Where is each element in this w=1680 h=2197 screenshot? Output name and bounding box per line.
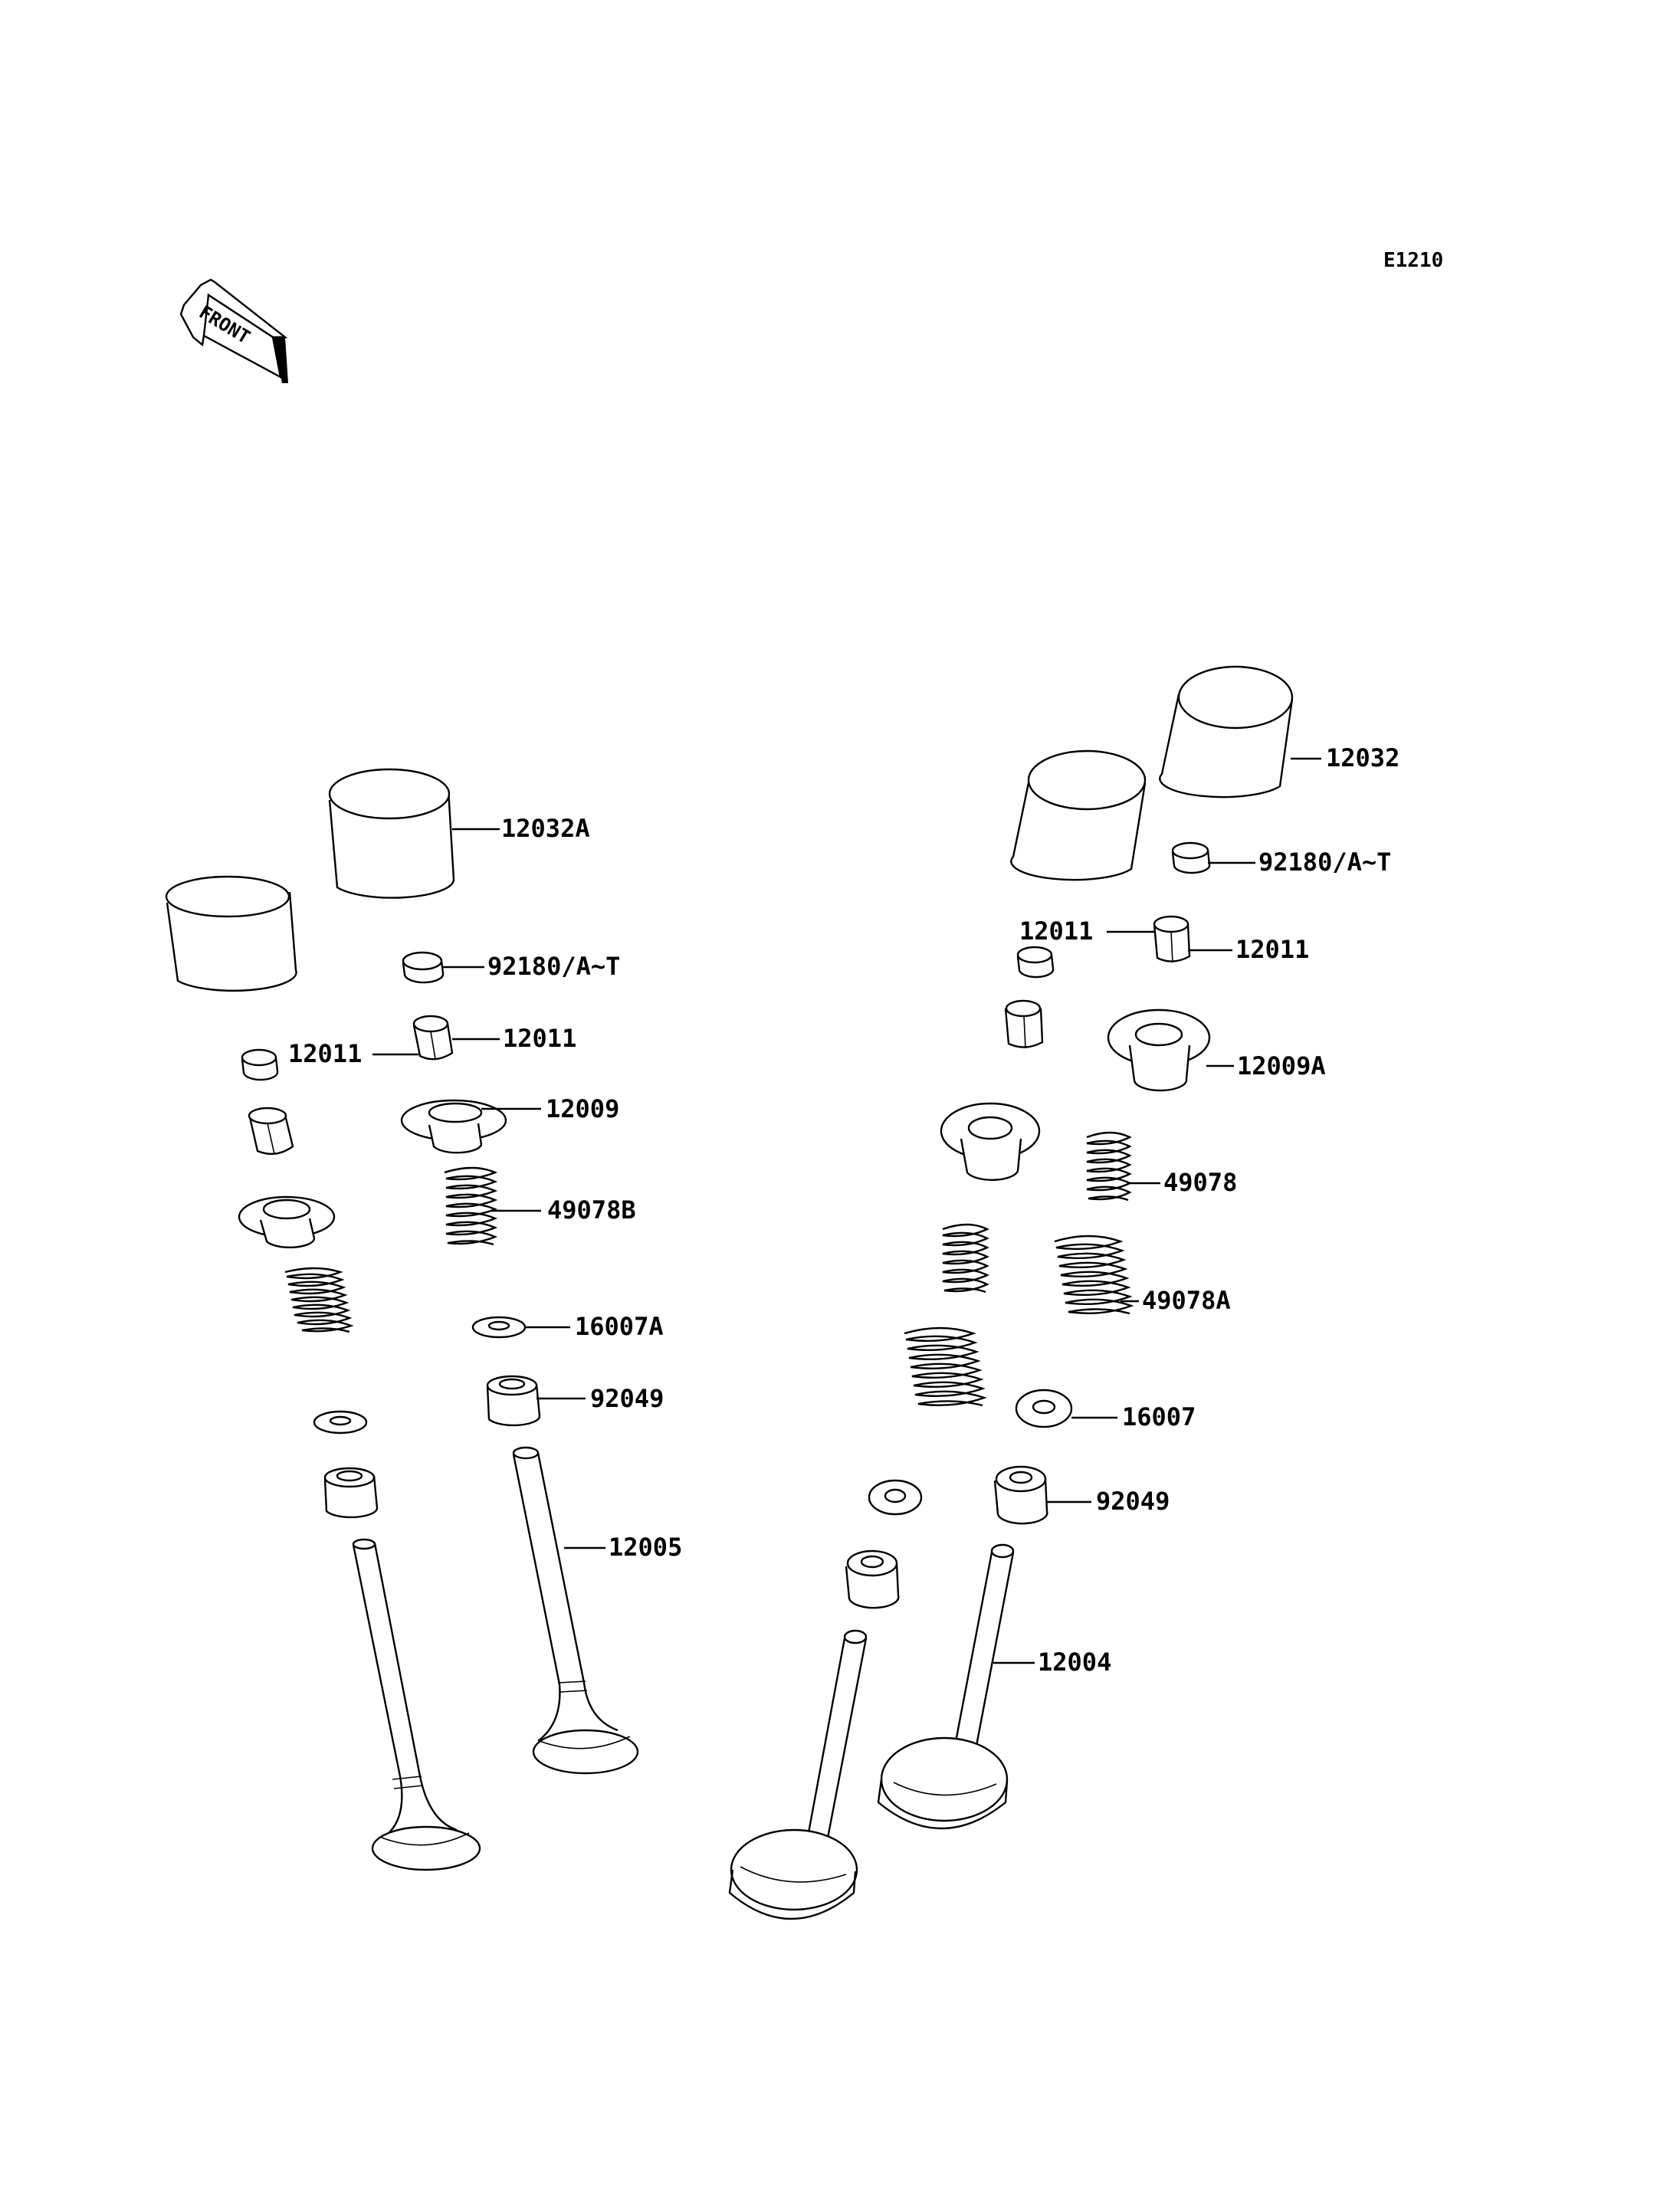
label-12011-right-back: 12011 [1019, 917, 1093, 946]
keeper-left-back [248, 1107, 294, 1156]
label-12011-left: 12011 [503, 1024, 576, 1053]
seal-92049-right [993, 1465, 1048, 1525]
keeper-12011-left [412, 1015, 454, 1061]
label-92180-left: 92180/A~T [487, 952, 620, 981]
spring-right-back-inner [942, 1223, 989, 1294]
label-92180-right: 92180/A~T [1258, 848, 1391, 877]
shim-92180-left [402, 951, 445, 984]
label-12005: 12005 [609, 1533, 682, 1562]
shim-right-back [1016, 946, 1055, 979]
keeper-12011-right [1153, 915, 1191, 963]
tappet-right-back [1010, 749, 1147, 881]
seat-right-back [868, 1479, 923, 1516]
label-12004: 12004 [1038, 1648, 1111, 1677]
valve-right-back [728, 1629, 868, 1920]
leader-lines [372, 757, 1321, 1664]
label-92049-right: 92049 [1096, 1487, 1170, 1516]
shim-92180-right [1171, 841, 1211, 874]
spring-left-back [284, 1267, 354, 1333]
seal-right-back [845, 1549, 900, 1609]
seat-16007 [1015, 1389, 1073, 1428]
spring-49078 [1086, 1131, 1132, 1202]
label-12009a: 12009A [1237, 1051, 1326, 1080]
retainer-right-back [940, 1102, 1041, 1181]
retainer-12009 [400, 1099, 507, 1154]
label-12011-left-back: 12011 [288, 1039, 362, 1068]
tappet-12032 [1159, 665, 1294, 798]
tappet-12032a [328, 768, 455, 899]
valve-12004 [877, 1543, 1015, 1830]
valve-left-back [352, 1538, 481, 1871]
diagram-code: E1210 [1383, 249, 1443, 272]
spring-49078b [444, 1166, 498, 1246]
label-16007a: 16007A [575, 1312, 664, 1341]
label-16007: 16007 [1122, 1402, 1196, 1431]
label-49078b: 49078B [547, 1195, 636, 1225]
label-12009: 12009 [546, 1094, 619, 1123]
label-12011-right: 12011 [1235, 935, 1309, 964]
retainer-12009a [1107, 1008, 1211, 1092]
label-92049-left: 92049 [590, 1384, 664, 1413]
label-49078: 49078 [1163, 1168, 1237, 1197]
seat-left-back [313, 1410, 368, 1435]
seat-16007a [471, 1316, 527, 1339]
label-12032a: 12032A [501, 814, 590, 843]
tappet-left-back [165, 875, 297, 992]
shim-left-back [241, 1048, 279, 1081]
front-arrow-icon: FRONT [179, 278, 288, 383]
label-49078a: 49078A [1142, 1286, 1231, 1315]
spring-49078a [1054, 1235, 1134, 1315]
seal-left-back [323, 1467, 379, 1519]
part-labels: 12032A 92180/A~T 12011 12011 12009 49078… [288, 743, 1399, 1677]
label-12032: 12032 [1326, 743, 1399, 772]
retainer-left-back [238, 1195, 336, 1249]
spring-right-back-outer [904, 1326, 987, 1407]
valve-12005 [512, 1446, 639, 1775]
keeper-right-back [1004, 999, 1044, 1049]
seal-92049-left [486, 1375, 541, 1427]
